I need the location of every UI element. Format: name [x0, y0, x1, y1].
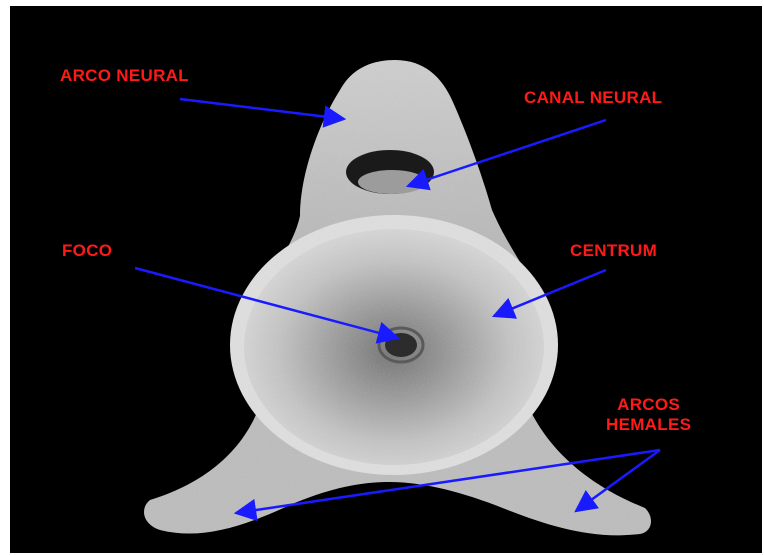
label-centrum: CENTRUM	[570, 241, 657, 261]
label-arcos-hemales-line1: ARCOS	[606, 395, 691, 415]
label-arco-neural: ARCO NEURAL	[60, 66, 189, 86]
label-canal-neural: CANAL NEURAL	[524, 88, 662, 108]
neural-canal	[346, 150, 434, 194]
label-foco: FOCO	[62, 241, 112, 261]
label-arcos-hemales-line2: HEMALES	[606, 415, 691, 435]
label-arcos-hemales: ARCOS HEMALES	[606, 395, 691, 435]
